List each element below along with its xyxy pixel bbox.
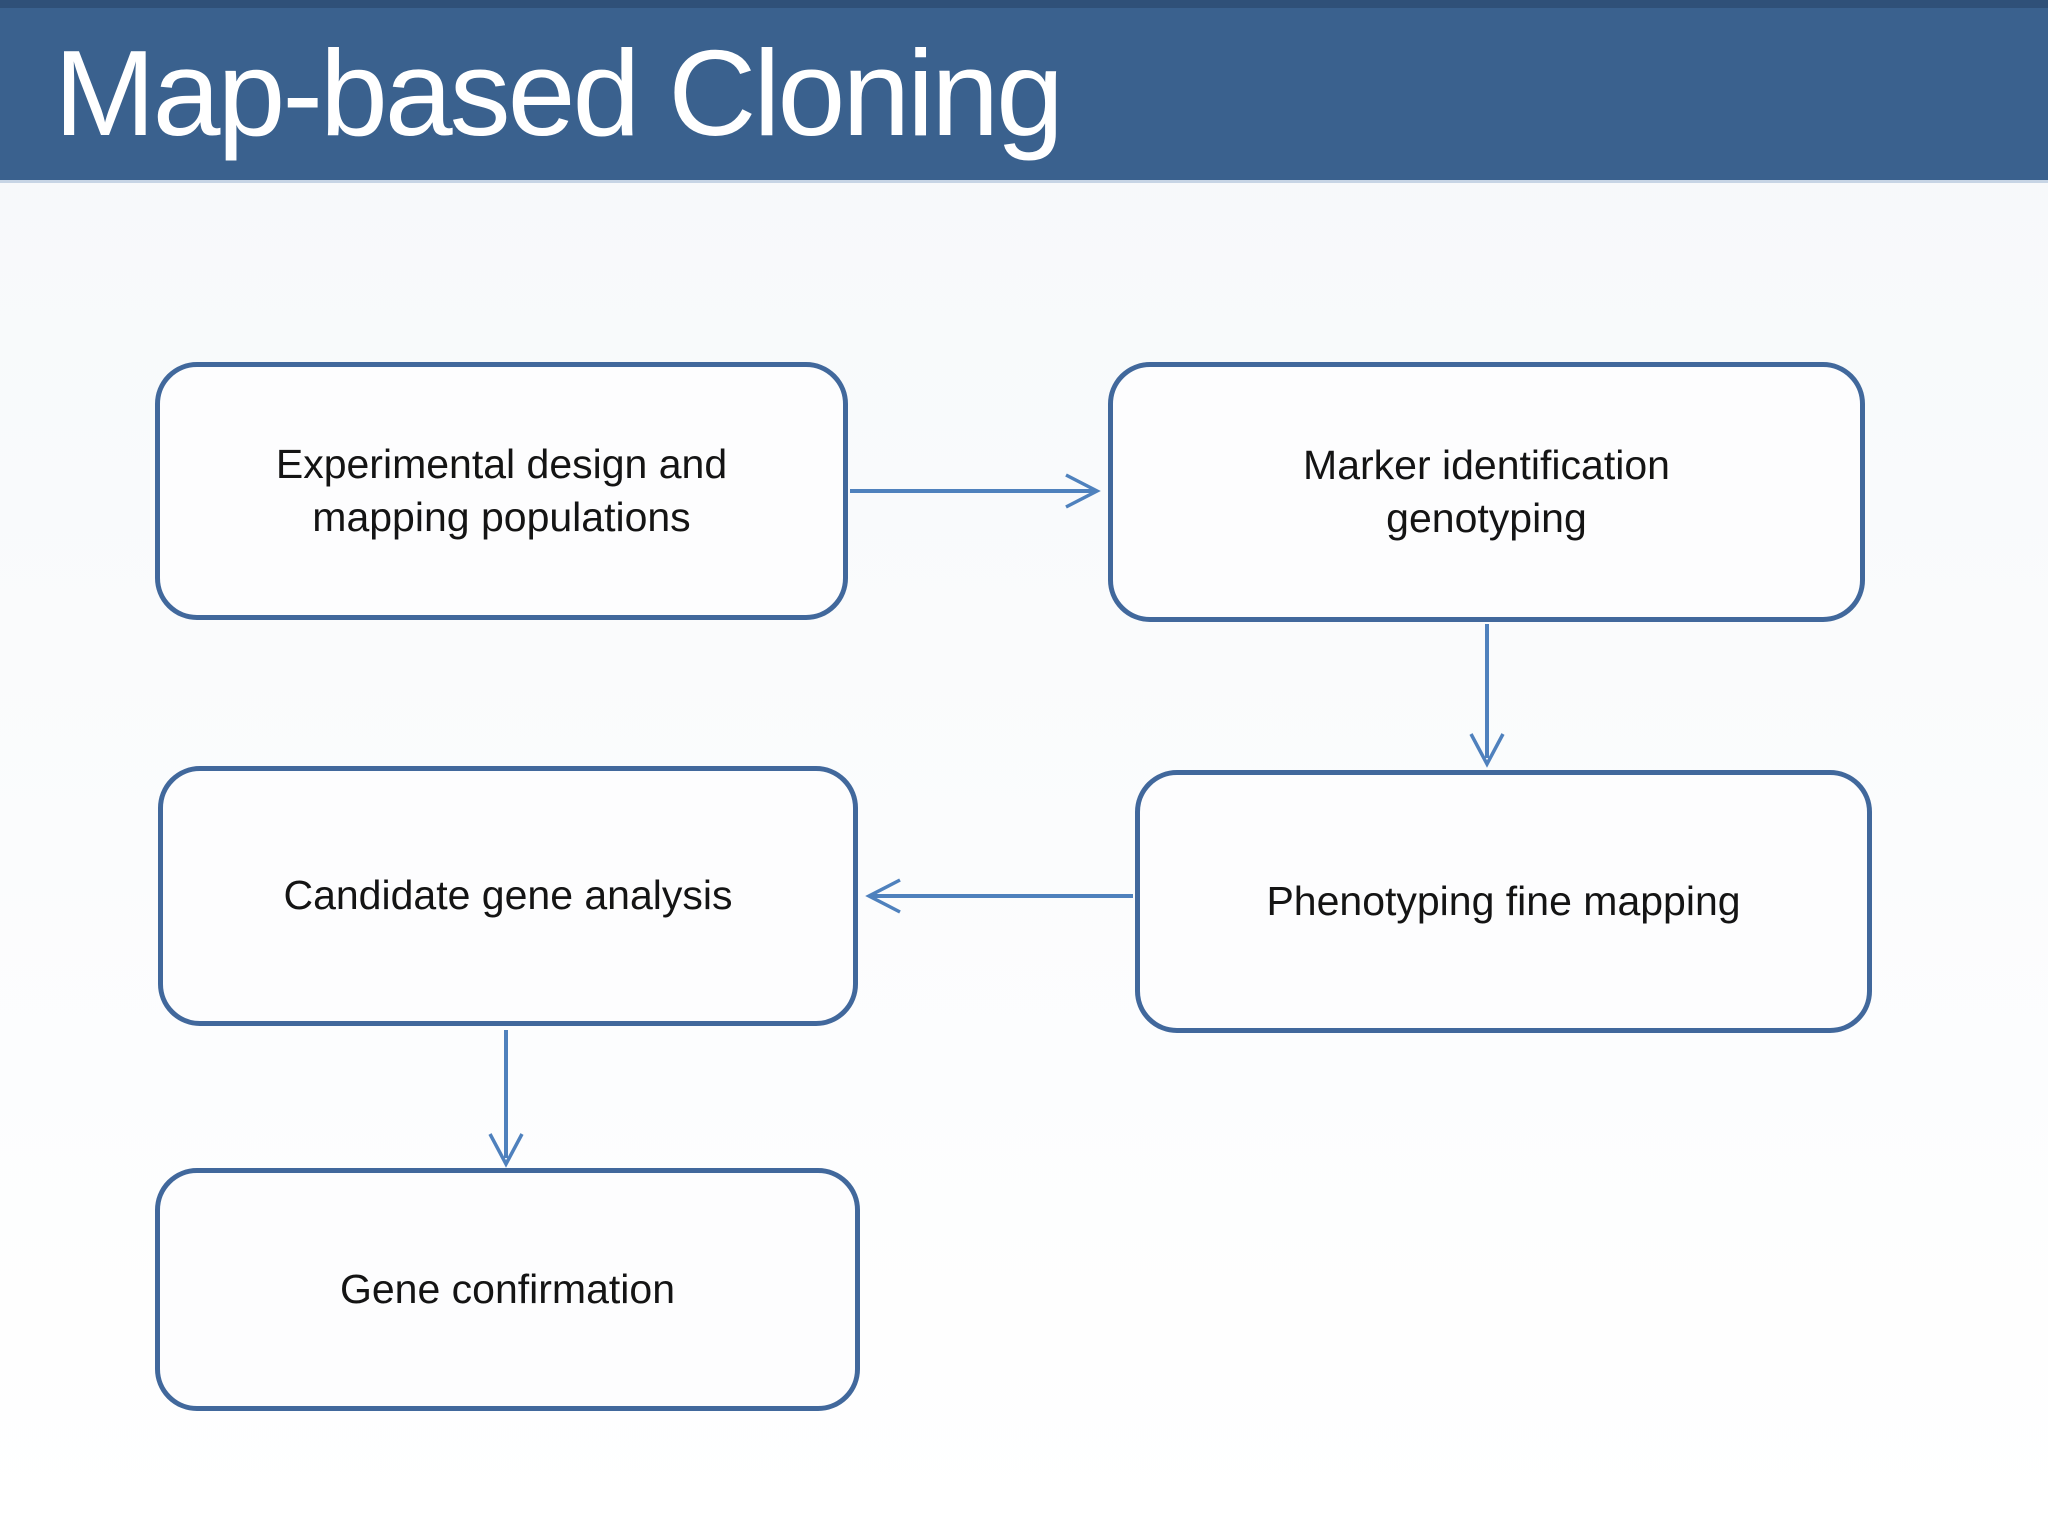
edge-candidate-to-confirmation-arrowhead-icon	[488, 1133, 524, 1168]
node-phenotyping-fine-mapping: Phenotyping fine mapping	[1135, 770, 1872, 1033]
edge-design-to-marker-arrowhead-icon	[1065, 473, 1101, 509]
node-gene-confirmation: Gene confirmation	[155, 1168, 860, 1411]
node-experimental-design: Experimental design and mapping populati…	[155, 362, 848, 620]
edge-marker-to-phenotyping-arrowhead-icon	[1469, 733, 1505, 768]
node-gene-confirmation-label: Gene confirmation	[339, 1265, 675, 1312]
node-phenotyping-fine-mapping-label: Phenotyping fine mapping	[1266, 877, 1741, 924]
node-candidate-gene-analysis: Candidate gene analysis	[158, 766, 858, 1026]
node-marker-identification: Marker identification genotyping	[1108, 362, 1865, 622]
title-banner: Map-based Cloning	[0, 0, 2048, 183]
node-candidate-gene-analysis-label: Candidate gene analysis	[283, 872, 733, 919]
node-marker-identification-label: Marker identification genotyping	[1303, 441, 1670, 541]
node-experimental-design-label: Experimental design and mapping populati…	[275, 440, 728, 540]
edge-phenotyping-to-candidate-arrowhead-icon	[865, 878, 901, 914]
slide-title: Map-based Cloning	[54, 25, 1064, 161]
